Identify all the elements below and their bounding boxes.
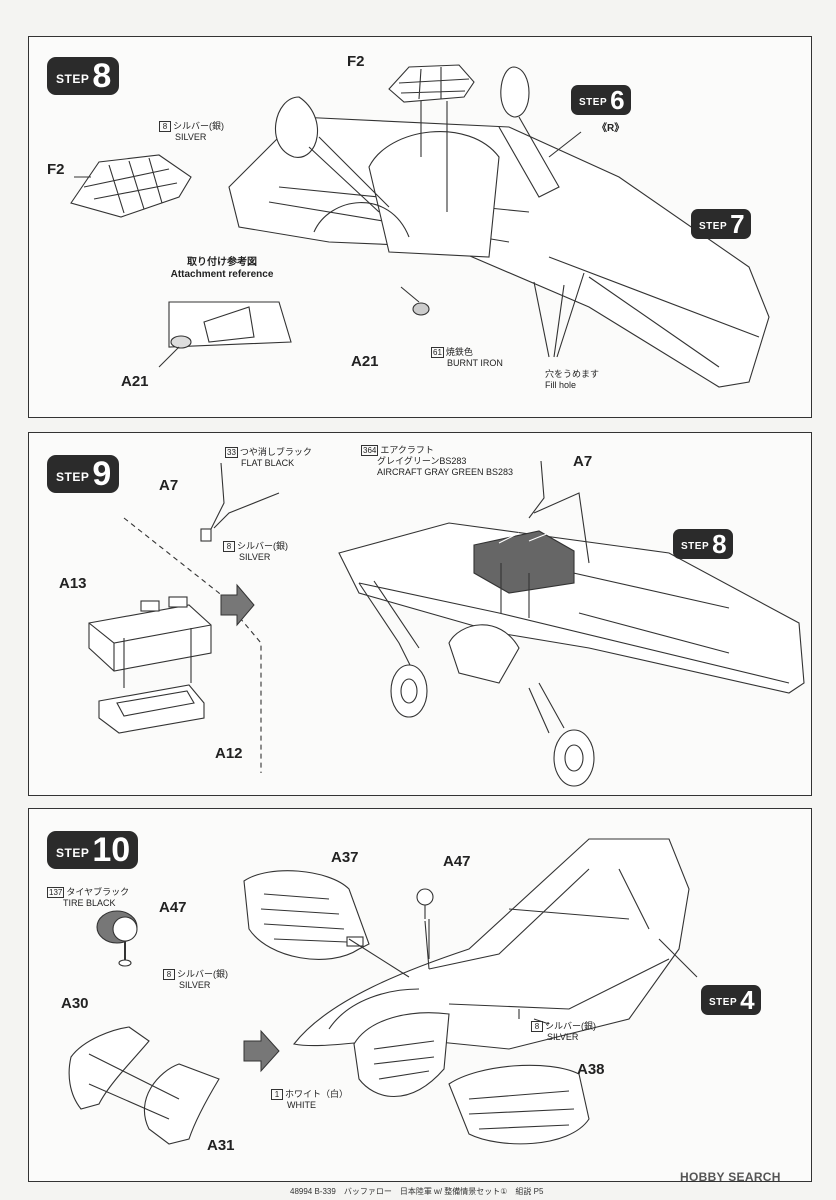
attachment-reference-caption: 取り付け参考図 Attachment reference [170,257,274,280]
part-a7-left: A7 [159,477,179,494]
part-a38: A38 [577,1061,605,1078]
part-f2-left: F2 [47,161,65,178]
step-8-drawing [70,64,770,388]
part-a12: A12 [215,745,243,762]
hobby-search-watermark: HOBBY SEARCH [680,1170,781,1184]
part-a21-main: A21 [351,353,379,370]
part-a37: A37 [331,849,359,866]
page-footer: 48994 B-339 バッファロー 日本陸軍 w/ 整備情景セット① 組説 P… [290,1187,544,1196]
step-10-drawing [68,838,698,1145]
part-a13: A13 [59,575,87,592]
step-9-drawing [88,460,805,787]
fill-hole-note: 穴をうめます Fill hole [545,369,600,390]
part-a47-top: A47 [443,853,471,870]
part-a7-right: A7 [573,453,593,470]
right-side-note: 《R》 [597,123,625,134]
part-f2-top: F2 [347,53,365,70]
part-a21-inset: A21 [121,373,149,390]
part-a31: A31 [207,1137,235,1154]
part-a30: A30 [61,995,89,1012]
part-a47-left: A47 [159,899,187,916]
